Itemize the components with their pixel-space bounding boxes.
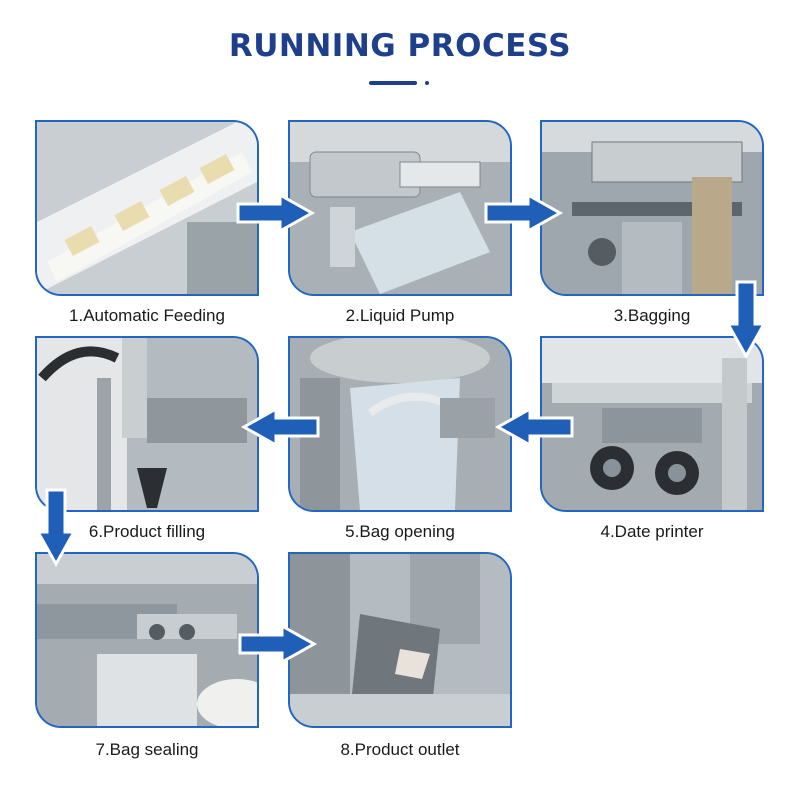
arrow-left-1-icon <box>494 407 574 447</box>
arrow-down-1-icon <box>726 280 766 360</box>
step-7-label: 7.Bag sealing <box>95 740 199 759</box>
step-8-label: 8.Product outlet <box>340 740 460 759</box>
step-4-photo <box>540 336 764 512</box>
step-8-photo <box>288 552 512 728</box>
step-6-photo <box>35 336 259 512</box>
step-3-label: 3.Bagging <box>613 306 691 325</box>
arrow-left-2-icon <box>240 407 320 447</box>
step-5-photo <box>288 336 512 512</box>
step-4-label: 4.Date printer <box>600 522 704 541</box>
step-1-photo <box>35 120 259 296</box>
step-1-label: 1.Automatic Feeding <box>69 306 225 325</box>
title-underline-dot <box>425 81 429 85</box>
arrow-down-2-icon <box>36 488 76 568</box>
step-7-photo <box>35 552 259 728</box>
step-2-photo <box>288 120 512 296</box>
page-title: RUNNING PROCESS <box>228 28 572 64</box>
title-underline <box>369 81 417 85</box>
arrow-right-2-icon <box>484 193 564 233</box>
step-5-label: 5.Bag opening <box>345 522 455 541</box>
arrow-right-1-icon <box>236 193 316 233</box>
step-3-photo <box>540 120 764 296</box>
arrow-right-3-icon <box>238 624 318 664</box>
step-2-label: 2.Liquid Pump <box>345 306 455 325</box>
step-6-label: 6.Product filling <box>88 522 206 541</box>
